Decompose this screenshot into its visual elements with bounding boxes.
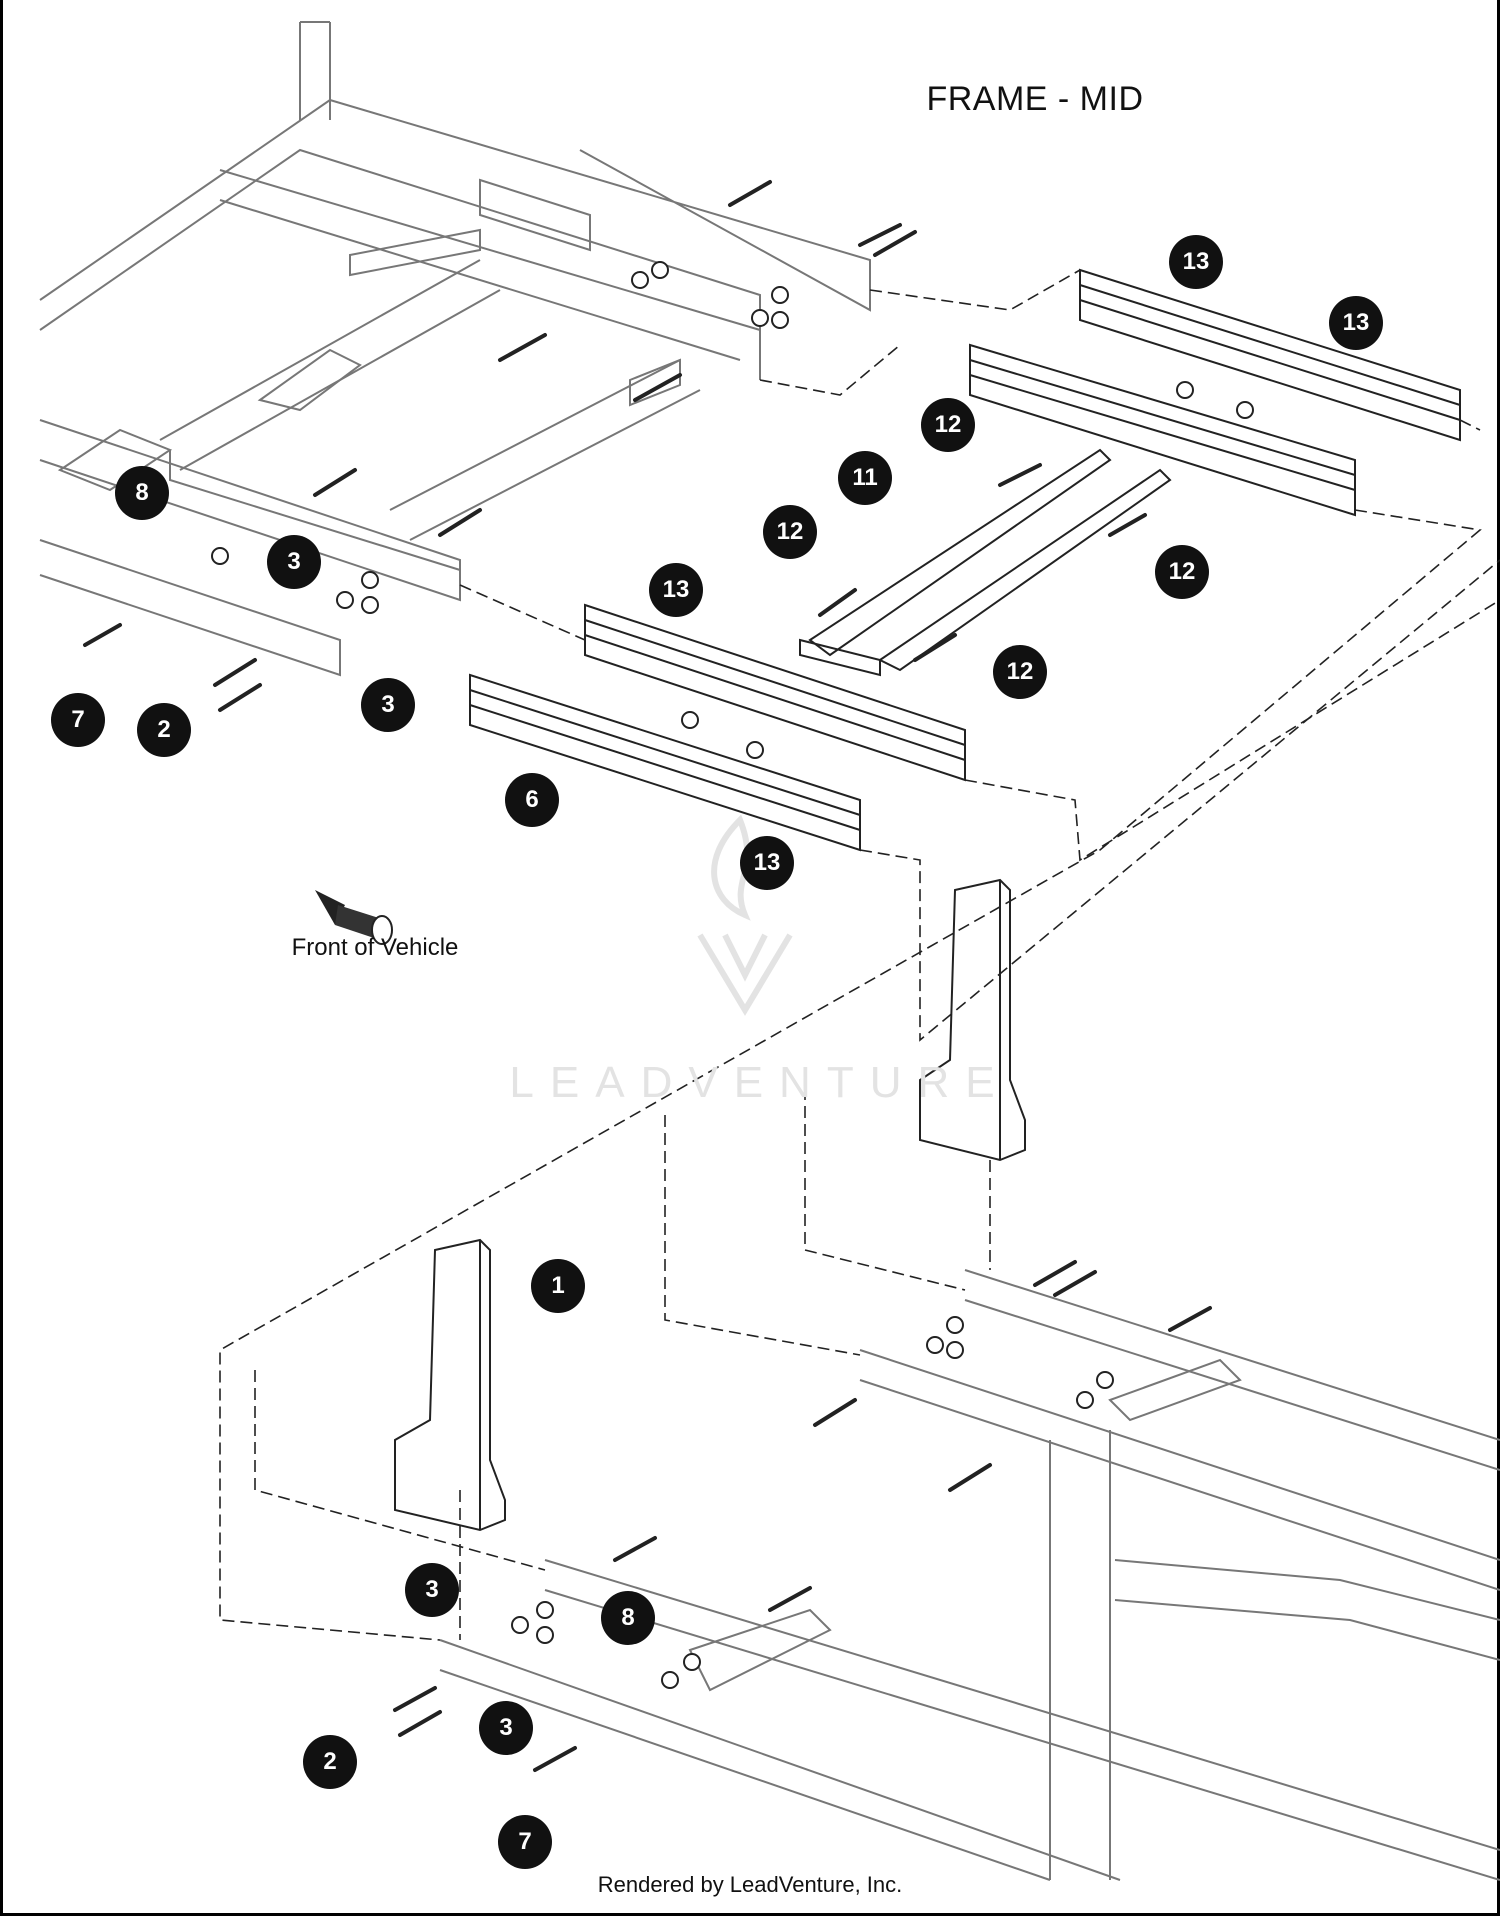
diagram-title: FRAME - MID (926, 80, 1144, 118)
front-of-vehicle-arrow (315, 890, 393, 945)
callout-8[interactable]: 8 (601, 1591, 655, 1645)
callout-1[interactable]: 1 (531, 1259, 585, 1313)
front-of-vehicle-label: Front of Vehicle (291, 934, 459, 961)
frame-border-right (1497, 0, 1500, 1916)
frame-border-left (0, 0, 3, 1916)
upper-frame-section (39, 21, 871, 677)
callout-7[interactable]: 7 (498, 1815, 552, 1869)
hardware-fasteners (211, 261, 1254, 1689)
vertical-supports (394, 878, 1026, 1532)
callout-3[interactable]: 3 (479, 1701, 533, 1755)
callout-12[interactable]: 12 (763, 505, 817, 559)
hardware-bolts (83, 180, 1212, 1772)
callout-13[interactable]: 13 (1329, 296, 1383, 350)
callout-3[interactable]: 3 (361, 678, 415, 732)
callout-2[interactable]: 2 (303, 1735, 357, 1789)
watermark-text: LEADVENTURE (509, 1058, 1011, 1107)
callout-3[interactable]: 3 (267, 535, 321, 589)
frame-border-bottom (0, 1913, 1500, 1916)
callout-7[interactable]: 7 (51, 693, 105, 747)
rail-brackets (469, 268, 1461, 852)
callout-2[interactable]: 2 (137, 703, 191, 757)
assembly-leader-lines (219, 269, 1500, 1641)
callout-8[interactable]: 8 (115, 466, 169, 520)
lower-frame-section (439, 1269, 1500, 1881)
callout-13[interactable]: 13 (649, 563, 703, 617)
callout-12[interactable]: 12 (921, 398, 975, 452)
callout-12[interactable]: 12 (1155, 545, 1209, 599)
footer-credit: Rendered by LeadVenture, Inc. (597, 1872, 903, 1897)
callout-13[interactable]: 13 (740, 836, 794, 890)
callout-6[interactable]: 6 (505, 773, 559, 827)
callout-11[interactable]: 11 (838, 451, 892, 505)
callout-3[interactable]: 3 (405, 1563, 459, 1617)
callout-12[interactable]: 12 (993, 645, 1047, 699)
callout-13[interactable]: 13 (1169, 235, 1223, 289)
